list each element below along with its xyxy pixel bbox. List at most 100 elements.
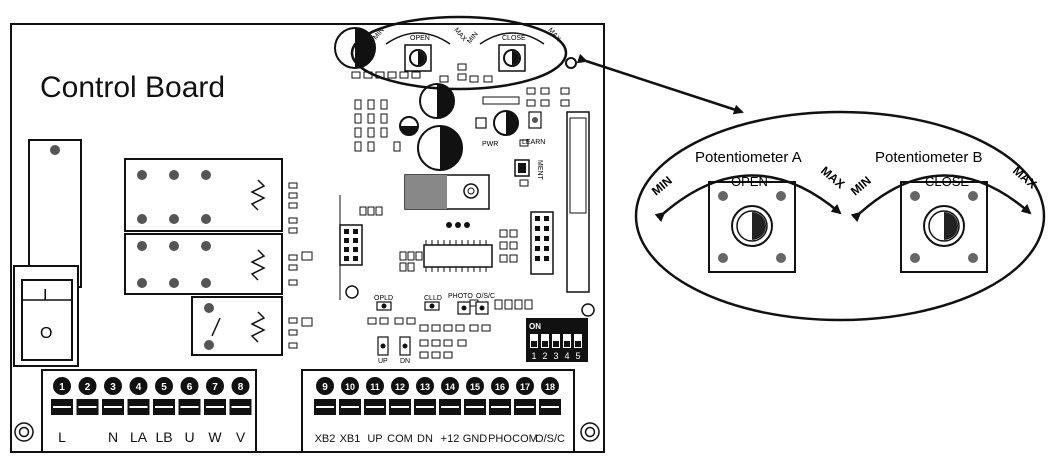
left-terminal: 4LA bbox=[127, 377, 150, 445]
learn-button: LEARN bbox=[522, 111, 545, 146]
capacitor-4 bbox=[399, 116, 419, 136]
header-connector-right bbox=[530, 211, 554, 275]
terminal-number: 2 bbox=[85, 382, 91, 393]
pwr-led: PWR bbox=[475, 117, 498, 148]
terminal-label: LA bbox=[130, 429, 148, 445]
osc-led: O/S/C bbox=[475, 293, 495, 315]
terminal-number: 8 bbox=[238, 382, 244, 393]
dip-toggle: 1 bbox=[530, 334, 538, 361]
switch-off-label: O bbox=[40, 325, 52, 342]
board-open-label: OPEN bbox=[410, 35, 430, 42]
terminal-number: 1 bbox=[59, 382, 65, 393]
left-terminal: 3N bbox=[102, 377, 124, 445]
dip-number: 2 bbox=[542, 351, 547, 361]
terminal-label: V bbox=[236, 429, 246, 445]
terminal-label: XB1 bbox=[340, 433, 361, 445]
board-close-label: CLOSE bbox=[502, 35, 526, 42]
terminal-label: L bbox=[58, 429, 66, 445]
photo-led: PHOTO bbox=[448, 293, 473, 315]
ment-label: MENT bbox=[536, 160, 543, 181]
terminal-label: UP bbox=[367, 433, 382, 445]
dip-number: 4 bbox=[564, 351, 569, 361]
up-button: UP bbox=[377, 336, 389, 365]
osc-label: O/S/C bbox=[476, 293, 495, 300]
power-switch: I O bbox=[13, 265, 79, 367]
capacitor-3 bbox=[417, 125, 463, 171]
terminal-label: +12 bbox=[441, 433, 460, 445]
capacitor-5 bbox=[493, 110, 519, 136]
pot-a-arc bbox=[654, 174, 842, 222]
terminal-label: GND bbox=[463, 433, 488, 445]
left-terminal: 5LB bbox=[153, 377, 175, 445]
right-terminal: 14 +12 bbox=[439, 377, 461, 445]
terminal-number: 18 bbox=[545, 382, 555, 392]
terminal-label: XB2 bbox=[315, 433, 336, 445]
left-terminal: 2 bbox=[76, 377, 99, 415]
terminal-number: 16 bbox=[495, 382, 505, 392]
dn-label: DN bbox=[400, 358, 410, 365]
terminal-number: 5 bbox=[161, 382, 167, 393]
dip-number: 1 bbox=[531, 351, 536, 361]
dip-toggle: 3 bbox=[552, 334, 560, 361]
header-connector-left bbox=[339, 195, 363, 300]
smd-components bbox=[288, 63, 570, 359]
board-hole-mid bbox=[345, 285, 359, 299]
dip-toggle: 4 bbox=[563, 334, 571, 361]
dip-toggle: 2 bbox=[541, 334, 549, 361]
up-label: UP bbox=[378, 358, 388, 365]
callout-leader-arrow bbox=[576, 53, 744, 115]
photo-label: PHOTO bbox=[448, 293, 473, 300]
voltage-regulator bbox=[404, 174, 490, 210]
callout-potentiometer-b: CLOSE bbox=[900, 174, 988, 273]
right-terminal: 18O/S/C bbox=[535, 377, 565, 445]
terminal-label: DN bbox=[417, 433, 433, 445]
pwr-label: PWR bbox=[482, 141, 498, 148]
terminal-number: 3 bbox=[110, 382, 116, 393]
fuse-holder bbox=[28, 139, 82, 288]
terminal-number: 12 bbox=[395, 382, 405, 392]
capacitor-1 bbox=[334, 27, 376, 69]
terminal-label: W bbox=[208, 429, 222, 445]
left-terminal: 7W bbox=[204, 377, 226, 445]
terminal-number: 4 bbox=[136, 382, 142, 393]
terminal-number: 15 bbox=[470, 382, 480, 392]
terminal-number: 6 bbox=[187, 382, 193, 393]
left-terminal: 8V bbox=[229, 377, 252, 445]
relay-3 bbox=[191, 296, 283, 356]
learn-label: LEARN bbox=[522, 139, 545, 146]
terminal-block-right: 9XB210XB111UP12COM13DN14+1215GND16PHO17C… bbox=[301, 369, 575, 453]
clld-label: CLLD bbox=[424, 295, 442, 302]
terminal-label: COM bbox=[387, 433, 413, 445]
board-pot-arc-close bbox=[479, 32, 545, 45]
callout-potentiometer-a: OPEN bbox=[708, 174, 796, 273]
clld-led: CLLD bbox=[424, 295, 442, 311]
mounting-hole bbox=[565, 57, 577, 69]
mounting-hole-bottom-right bbox=[580, 422, 600, 442]
terminal-label: LB bbox=[155, 429, 172, 445]
terminal-number: 13 bbox=[420, 382, 430, 392]
pot-a-label: OPEN bbox=[731, 174, 768, 189]
main-ic bbox=[423, 240, 493, 272]
terminal-number: 14 bbox=[445, 382, 455, 392]
relay-2 bbox=[124, 233, 283, 295]
edge-slot bbox=[566, 111, 595, 317]
board-potentiometer-open: OPEN bbox=[404, 35, 432, 72]
capacitor-2 bbox=[419, 83, 455, 119]
dn-button: DN bbox=[399, 336, 411, 365]
terminal-label: N bbox=[108, 429, 118, 445]
dip-on-label: ON bbox=[529, 322, 541, 331]
terminal-number: 7 bbox=[212, 382, 218, 393]
board-highlight-oval bbox=[350, 15, 568, 91]
callout-magnified: Potentiometer A Potentiometer B OPEN MIN… bbox=[634, 110, 1046, 322]
terminal-number: 10 bbox=[345, 382, 355, 392]
pot-b-arc bbox=[850, 174, 1032, 223]
